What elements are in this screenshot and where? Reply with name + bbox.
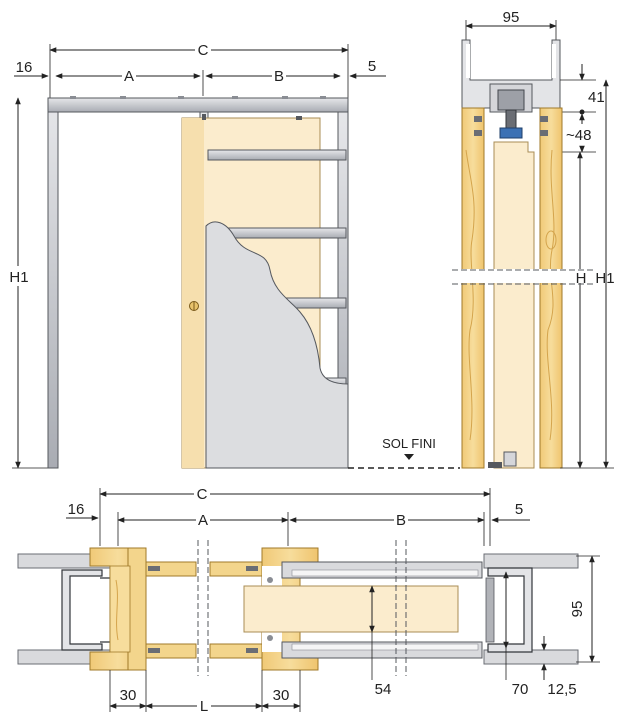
plan-dim-label-5: 5 xyxy=(515,501,523,518)
dim-label-a: A xyxy=(124,68,134,85)
section-dim-label-48: ~48 xyxy=(566,127,591,144)
plan-rear-jamb xyxy=(487,567,533,653)
section-right-stud xyxy=(539,107,563,469)
floor-label: SOL FINI xyxy=(382,436,436,451)
front-view: C 16 A B 5 H1 xyxy=(8,40,460,469)
plan-dim-label-c: C xyxy=(197,486,208,503)
dim-label-5: 5 xyxy=(368,58,376,75)
plan-dim-label-a: A xyxy=(198,512,208,529)
plan-dim-label-95: 95 xyxy=(569,601,586,618)
plan-dim-label-16: 16 xyxy=(68,501,85,518)
plan-dim-label-30-right: 30 xyxy=(273,687,290,704)
plan-view: C 16 A B 5 xyxy=(17,484,600,715)
plan-dim-label-l: L xyxy=(200,698,208,715)
section-dim-label-h1: H1 xyxy=(595,270,614,287)
plan-door-leaf xyxy=(243,585,459,633)
dim-label-c: C xyxy=(198,42,209,59)
plan-jamb-profile xyxy=(61,569,103,651)
plan-dim-label-b: B xyxy=(396,512,406,529)
carriage-icon xyxy=(497,89,525,111)
section-door-leaf xyxy=(493,141,535,469)
dim-label-16: 16 xyxy=(16,59,33,76)
section-dim-label-41: 41 xyxy=(588,89,605,106)
header-track xyxy=(47,97,349,113)
plan-dim-label-54: 54 xyxy=(375,681,392,698)
gypsum-cutaway xyxy=(205,221,349,469)
section-view: 95 41 ~48 xyxy=(452,9,615,469)
left-jamb xyxy=(47,97,59,469)
dim-label-b: B xyxy=(274,68,284,85)
section-dim-label-95: 95 xyxy=(503,9,520,26)
dim-label-h1: H1 xyxy=(9,269,28,286)
section-dim-label-h: H xyxy=(576,270,587,287)
plan-wall-top-right xyxy=(483,553,579,569)
plan-dim-label-12-5: 12,5 xyxy=(547,681,576,698)
floor-marker-icon xyxy=(404,454,414,460)
plan-dim-label-70: 70 xyxy=(512,681,529,698)
plan-dim-label-30-left: 30 xyxy=(120,687,137,704)
